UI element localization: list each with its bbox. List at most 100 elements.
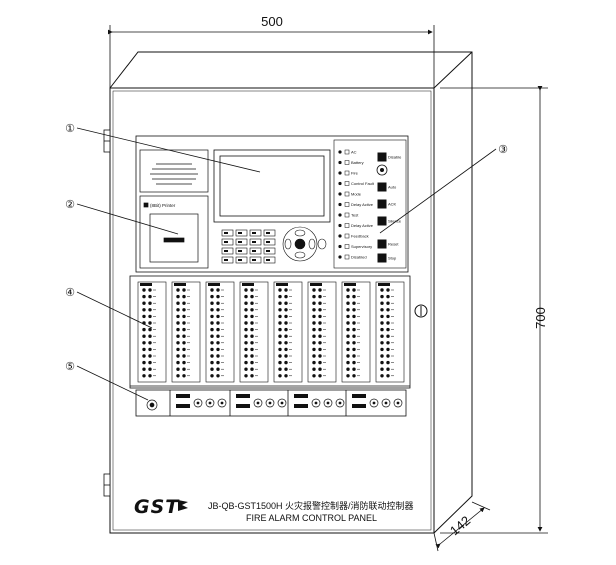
- loop-led: [244, 308, 248, 312]
- keypad-key-mark: [238, 232, 242, 234]
- nav-side-key[interactable]: [317, 238, 327, 250]
- loop-card: [239, 281, 269, 383]
- keypad-key-mark: [224, 250, 228, 252]
- loop-led: [244, 334, 248, 338]
- callout-number: ③: [498, 144, 508, 156]
- loop-led: [142, 360, 146, 365]
- loop-led: [244, 354, 248, 358]
- nav-left-key[interactable]: [284, 238, 292, 250]
- loop-led: [250, 314, 254, 319]
- nav-down-key[interactable]: [294, 251, 306, 259]
- control-panel-frame: [135, 135, 409, 273]
- loop-led: [312, 334, 316, 338]
- function-button[interactable]: [377, 199, 387, 209]
- nav-right-key[interactable]: [308, 238, 316, 250]
- terminal-label: [294, 404, 308, 408]
- function-button-label: Stop: [388, 256, 397, 261]
- keypad-key-mark: [266, 259, 270, 261]
- loop-led: [386, 341, 390, 345]
- function-button[interactable]: [377, 253, 387, 263]
- power-switch[interactable]: [146, 399, 158, 411]
- terminal-screw: [384, 401, 388, 405]
- loop-led: [380, 314, 384, 319]
- callout-leader: [379, 148, 497, 234]
- loop-led: [176, 334, 180, 338]
- loop-led: [284, 327, 288, 332]
- loop-led: [216, 367, 220, 371]
- loop-led: [216, 314, 220, 319]
- callout-number: ⑤: [65, 361, 75, 373]
- loop-card-header: [344, 283, 356, 286]
- loop-led: [182, 321, 186, 325]
- loop-led: [380, 321, 384, 325]
- loop-led: [244, 301, 248, 305]
- panel-subtitle: FIRE ALARM CONTROL PANEL: [246, 513, 377, 523]
- loop-led: [250, 367, 254, 371]
- loop-led: [210, 294, 214, 299]
- loop-led: [148, 367, 152, 371]
- lcd-display: [213, 149, 331, 223]
- loop-led: [250, 341, 254, 345]
- terminal-label: [294, 394, 308, 398]
- loop-led: [284, 354, 288, 358]
- door-hinges: [103, 129, 111, 497]
- status-symbol: [344, 149, 350, 155]
- function-button[interactable]: [377, 182, 387, 192]
- loop-led: [176, 308, 180, 312]
- loop-led: [352, 314, 356, 319]
- loop-card: [137, 281, 167, 383]
- loop-led: [176, 367, 180, 371]
- depth-dimension: [433, 501, 491, 552]
- terminal-screw: [220, 401, 224, 405]
- navigation-keys[interactable]: [282, 226, 327, 262]
- status-indicator-panel: [333, 139, 407, 269]
- loop-led: [312, 347, 316, 352]
- function-button[interactable]: [377, 216, 387, 226]
- terminal-strip: [135, 389, 407, 417]
- loop-led: [380, 354, 384, 358]
- status-indicator-label: Battery: [351, 160, 364, 165]
- loop-led: [284, 347, 288, 352]
- loop-led: [284, 341, 288, 345]
- loop-led: [142, 294, 146, 299]
- loop-led: [278, 308, 282, 312]
- loop-led: [216, 374, 220, 378]
- terminal-screw: [372, 401, 376, 405]
- loop-card-header: [310, 283, 322, 286]
- status-indicator-label: Delay Active: [351, 202, 374, 207]
- loop-led: [216, 308, 220, 312]
- loop-led: [278, 354, 282, 358]
- loop-led: [148, 294, 152, 299]
- loop-led: [210, 374, 214, 378]
- loop-card: [205, 281, 235, 383]
- loop-card-rack: [129, 275, 411, 389]
- function-button-label: ACK: [388, 202, 397, 207]
- loop-led: [182, 294, 186, 299]
- function-button[interactable]: [377, 239, 387, 249]
- loop-led: [346, 327, 350, 332]
- status-indicator-label: Feedback: [351, 234, 369, 239]
- keypad[interactable]: [221, 229, 276, 264]
- callout-leader: [76, 127, 261, 173]
- terminal-screw: [256, 401, 260, 405]
- function-button[interactable]: [377, 152, 387, 162]
- loop-led: [216, 354, 220, 358]
- loop-led: [312, 294, 316, 299]
- loop-led: [176, 354, 180, 358]
- loop-led: [312, 354, 316, 358]
- status-symbol: [344, 212, 350, 218]
- loop-led: [148, 347, 152, 352]
- loop-led: [312, 308, 316, 312]
- loop-led: [210, 327, 214, 332]
- loop-led: [148, 341, 152, 345]
- loop-led: [380, 347, 384, 352]
- loop-led: [284, 374, 288, 378]
- nav-up-key[interactable]: [294, 229, 306, 237]
- loop-led: [278, 288, 282, 292]
- loop-led: [244, 294, 248, 299]
- loop-led: [380, 341, 384, 345]
- loop-led: [386, 360, 390, 365]
- loop-led: [312, 360, 316, 365]
- loop-led: [244, 288, 248, 292]
